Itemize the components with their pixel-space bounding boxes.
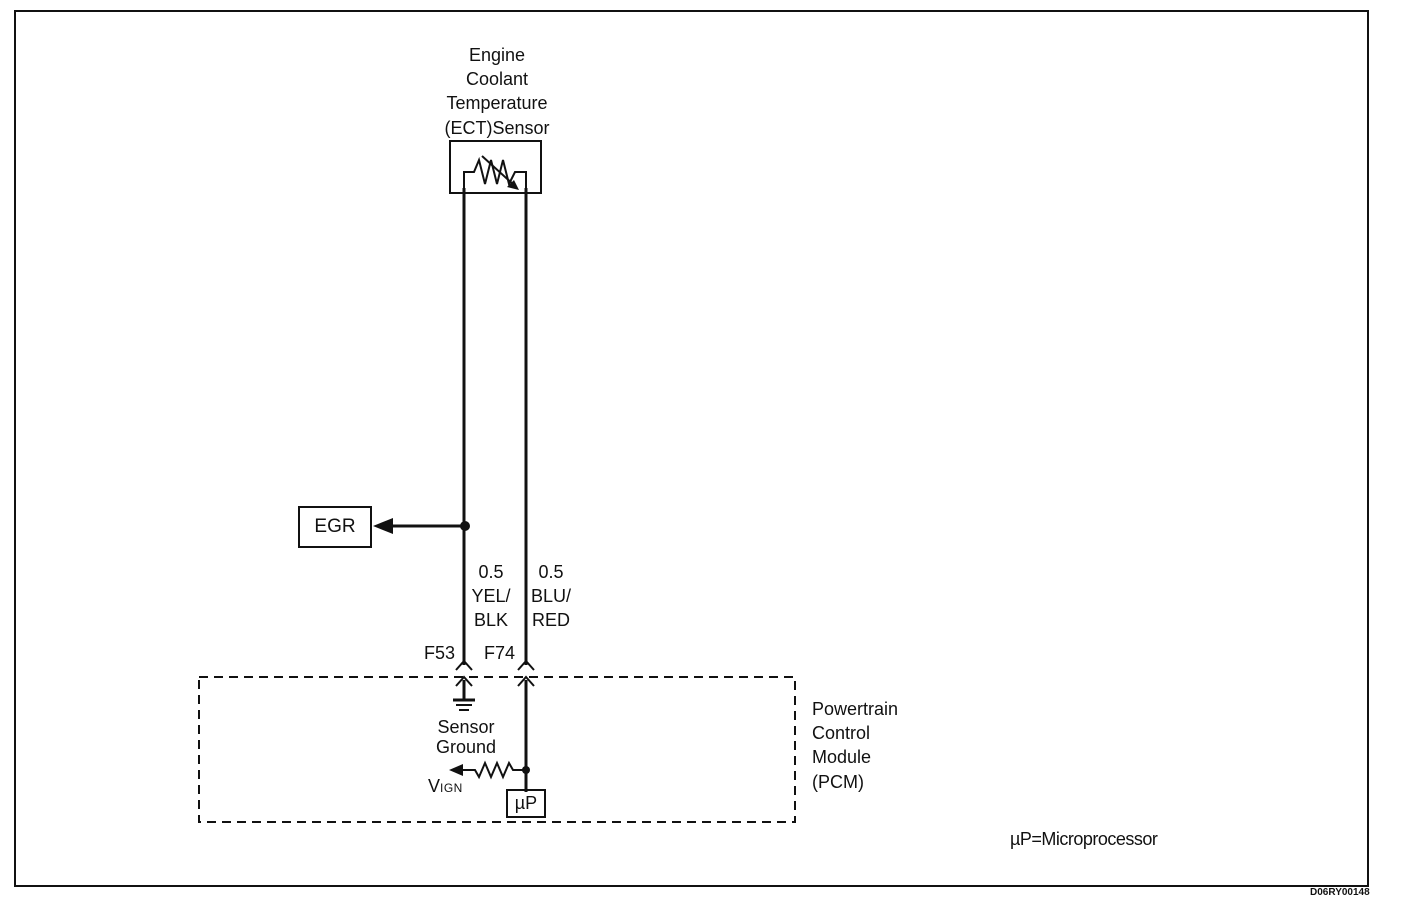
- wire-right-color1: BLU/: [530, 586, 572, 606]
- legend-microprocessor: µP=Microprocessor: [1010, 829, 1158, 849]
- outer-border: [14, 10, 1369, 887]
- vign-main: V: [428, 776, 441, 796]
- microprocessor-label: µP: [514, 793, 538, 813]
- wire-left-color2: BLK: [473, 610, 509, 630]
- thermistor-arrow-line: [481, 155, 516, 187]
- ect-label-line3: Temperature: [446, 93, 548, 113]
- vign-arrow-head: [449, 764, 463, 776]
- ect-label-line2: Coolant: [465, 69, 529, 89]
- ect-label-line1: Engine: [468, 45, 526, 65]
- wire-left-gauge: 0.5: [478, 562, 504, 582]
- connector-f74-upper: [517, 659, 535, 671]
- pcm-label-line1: Powertrain: [812, 699, 899, 719]
- sensor-ground-label-line2: Ground: [435, 737, 497, 757]
- pcm-label-line2: Control: [812, 723, 871, 743]
- connector-f53-upper: [455, 659, 473, 671]
- ect-sensor-box: [449, 140, 542, 194]
- vign-label: VIGN: [428, 774, 463, 800]
- pullup-resistor: [462, 760, 526, 780]
- ect-label-line4: (ECT)Sensor: [444, 118, 550, 138]
- wire-right-gauge: 0.5: [538, 562, 564, 582]
- pcm-boundary: [198, 676, 796, 823]
- sensor-ground-label-line1: Sensor: [437, 717, 495, 737]
- egr-label: EGR: [314, 516, 356, 537]
- pcm-label-line4: (PCM): [812, 772, 864, 792]
- ect-thermistor-symbol: [463, 156, 527, 188]
- vign-sub: IGN: [440, 781, 463, 795]
- terminal-f53: F53: [424, 643, 456, 663]
- pcm-label-line3: Module: [812, 747, 872, 767]
- egr-arrow-head: [373, 518, 393, 534]
- wire-left-color1: YEL/: [471, 586, 511, 606]
- egr-box: [298, 506, 372, 548]
- thermistor-arrow-head: [507, 180, 519, 190]
- diagram-id: D06RY00148: [1310, 887, 1370, 898]
- connector-f74-lower: [517, 675, 535, 687]
- wire-right-color2: RED: [531, 610, 571, 630]
- microprocessor-box: [506, 789, 546, 818]
- connector-f53-lower: [455, 675, 473, 687]
- terminal-f74: F74: [484, 643, 516, 663]
